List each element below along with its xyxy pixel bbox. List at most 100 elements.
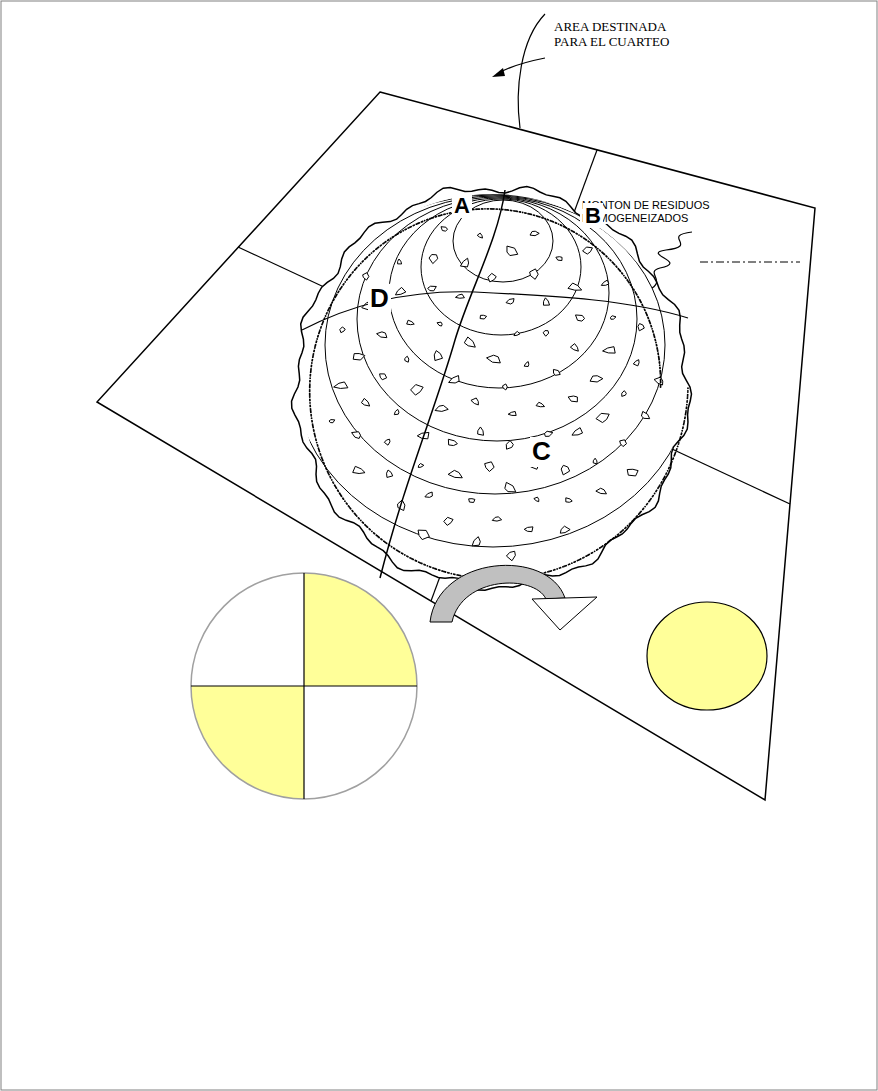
stipple-dot [381,539,383,541]
stipple-dot [620,531,622,533]
stipple-dot [331,479,333,481]
stipple-dot [687,391,689,393]
stipple-dot [401,552,403,554]
stipple-dot [352,271,354,273]
stipple-dot [340,288,342,290]
stipple-dot [310,408,312,410]
stipple-dot [405,228,407,230]
stipple-dot [662,479,664,481]
stipple-dot [569,229,571,231]
stipple-dot [344,500,346,502]
stipple-dot [383,242,385,244]
waste-piece [448,470,462,477]
stipple-dot [328,309,330,311]
stipple-dot [659,368,661,370]
stipple-dot [333,299,335,301]
waste-piece [566,498,572,502]
stipple-dot [679,440,681,442]
stipple-dot [309,383,311,385]
stipple-dot [605,255,607,257]
stipple-dot [419,222,421,224]
stipple-dot [338,291,340,293]
stipple-dot [621,530,623,532]
stipple-dot [628,282,630,284]
pile-outline [292,186,692,590]
stipple-dot [642,509,644,511]
waste-piece [524,362,529,367]
stipple-dot [514,210,516,212]
stipple-dot [345,502,347,504]
stipple-dot [587,554,589,556]
stipple-dot [383,540,385,542]
stipple-dot [310,410,312,412]
stipple-dot [484,208,486,210]
waste-piece [572,428,583,435]
stipple-dot [623,275,625,277]
stipple-dot [328,473,330,475]
quartering-area [97,92,815,800]
stipple-dot [596,549,598,551]
stipple-dot [351,272,353,274]
selected-quarter [304,573,417,686]
stipple-dot [376,535,378,537]
waste-piece [477,233,482,238]
stipple-dot [375,248,377,250]
stipple-dot [648,501,650,503]
waste-piece [334,382,348,389]
stipple-dot [651,328,653,330]
stipple-dot [599,250,601,252]
stipple-dot [336,294,338,296]
stipple-dot [612,262,614,264]
stipple-dot [493,208,495,210]
stipple-dot [362,522,364,524]
stipple-dot [564,226,566,228]
stipple-dot [655,339,657,341]
stipple-dot [626,279,628,281]
leader-arrowhead [492,68,505,77]
stipple-dot [685,414,687,416]
stipple-dot [371,252,373,254]
stipple-dot [386,542,388,544]
stipple-dot [310,374,312,376]
stipple-dot [635,293,637,295]
stipple-dot [599,249,601,251]
waste-piece [593,458,597,464]
stipple-dot [673,455,675,457]
pile-ring [293,195,693,547]
stipple-dot [617,268,619,270]
stipple-dot [629,284,631,286]
waste-piece [455,294,464,298]
waste-piece [394,409,399,414]
stipple-dot [393,547,395,549]
waste-piece [398,259,402,264]
stipple-dot [318,447,320,449]
stipple-dot [622,273,624,275]
stipple-dot [622,529,624,531]
waste-piece [428,286,437,291]
stipple-dot [312,355,314,357]
stipple-dot [656,345,658,347]
stipple-dot [358,518,360,520]
stipple-dot [317,335,319,337]
stipple-dot [316,442,318,444]
stipple-dot [346,278,348,280]
stipple-dot [309,386,311,388]
stipple-dot [511,210,513,212]
stipple-dot [441,570,443,572]
stipple-dot [349,507,351,509]
stipple-dot [660,482,662,484]
stipple-dot [571,562,573,564]
waste-piece [590,376,603,382]
stipple-dot [314,432,316,434]
stipple-dot [528,213,530,215]
stipple-dot [366,256,368,258]
stipple-dot [392,236,394,238]
stipple-dot [319,453,321,455]
stipple-dot [356,515,358,517]
waste-piece [514,331,520,335]
stipple-dot [453,573,455,575]
stipple-dot [612,538,614,540]
stipple-dot [547,571,549,573]
